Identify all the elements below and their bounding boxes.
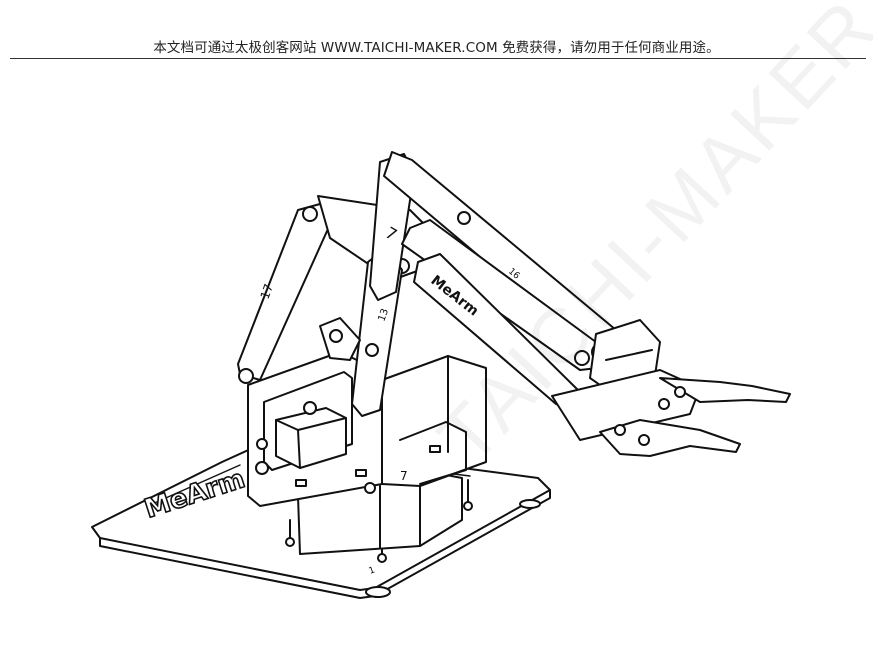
left-main-arm: [237, 203, 333, 381]
gripper-claw-upper: [659, 377, 791, 403]
part-label-1: 1: [368, 565, 377, 576]
gripper-claw-lower: [599, 419, 741, 457]
part-label-7-box: 7: [400, 469, 408, 483]
part-label-13: 13: [376, 307, 391, 323]
page-header: 本文档可通过太极创客网站 WWW.TAICHI-MAKER.COM 免费获得，请…: [153, 40, 720, 56]
header-divider: [10, 58, 866, 59]
center-box: [381, 355, 487, 487]
gripper-base: [551, 369, 701, 441]
part-label-17: 17: [258, 282, 276, 301]
